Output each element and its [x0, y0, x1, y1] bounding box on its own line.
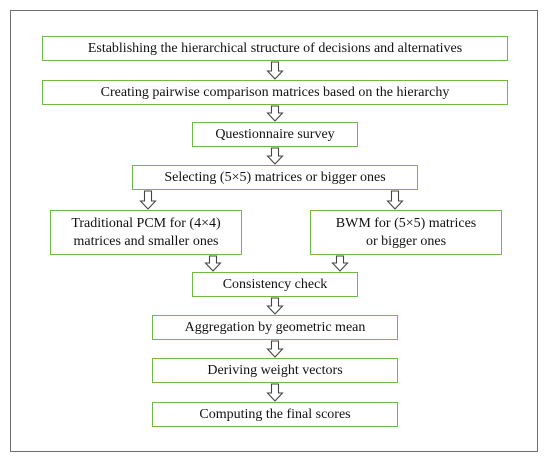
step-select-matrices: Selecting (5×5) matrices or bigger ones: [132, 165, 418, 190]
step-consistency-check-label: Consistency check: [222, 276, 328, 292]
step-create-pairwise-matrices-label: Creating pairwise comparison matrices ba…: [100, 84, 450, 100]
step-aggregation-geometric-mean: Aggregation by geometric mean: [152, 315, 398, 340]
step-traditional-pcm-line2: matrices and smaller ones: [73, 233, 219, 249]
step-compute-final-scores: Computing the final scores: [152, 402, 398, 427]
step-bwm: BWM for (5×5) matrices or bigger ones: [310, 210, 502, 255]
step-bwm-line1: BWM for (5×5) matrices: [335, 215, 477, 231]
step-derive-weight-vectors: Deriving weight vectors: [152, 358, 398, 383]
step-derive-weight-vectors-label: Deriving weight vectors: [207, 362, 343, 378]
step-traditional-pcm: Traditional PCM for (4×4) matrices and s…: [50, 210, 242, 255]
step-questionnaire-survey: Questionnaire survey: [192, 122, 358, 147]
step-questionnaire-survey-label: Questionnaire survey: [215, 126, 335, 142]
step-select-matrices-label: Selecting (5×5) matrices or bigger ones: [164, 169, 386, 185]
step-compute-final-scores-label: Computing the final scores: [199, 406, 351, 422]
step-consistency-check: Consistency check: [192, 272, 358, 297]
step-establish-hierarchy: Establishing the hierarchical structure …: [42, 36, 508, 61]
step-establish-hierarchy-label: Establishing the hierarchical structure …: [87, 40, 463, 56]
step-aggregation-geometric-mean-label: Aggregation by geometric mean: [184, 319, 366, 335]
step-traditional-pcm-line1: Traditional PCM for (4×4): [71, 215, 221, 231]
step-create-pairwise-matrices: Creating pairwise comparison matrices ba…: [42, 80, 508, 105]
step-bwm-line2: or bigger ones: [365, 233, 447, 249]
